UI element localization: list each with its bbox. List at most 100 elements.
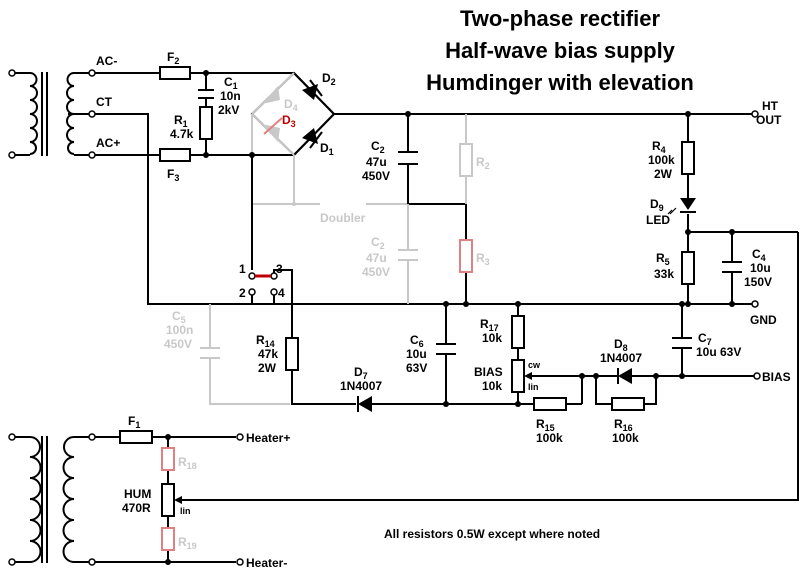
label-heater-plus: Heater+ bbox=[246, 431, 290, 445]
label-hum: HUM bbox=[124, 487, 151, 501]
capacitor-c2 bbox=[398, 151, 418, 165]
label-ac-plus: AC+ bbox=[96, 136, 120, 150]
label-c2-voltage: 450V bbox=[362, 169, 390, 183]
label-r14-value: 47k bbox=[258, 347, 278, 361]
label-c2-value: 47u bbox=[366, 155, 387, 169]
label-r15-value: 100k bbox=[536, 431, 563, 445]
label-bias-lin: lin bbox=[528, 382, 539, 392]
label-r1: R1 bbox=[174, 113, 188, 129]
label-c1: C1 bbox=[224, 75, 238, 91]
label-ht: HT bbox=[762, 99, 779, 113]
switch-pin-3: 3 bbox=[276, 262, 283, 276]
label-bias-out: BIAS bbox=[762, 370, 791, 384]
switch-pin-2: 2 bbox=[239, 286, 246, 300]
label-c1-value: 10n bbox=[220, 89, 241, 103]
label-c5: C5 bbox=[172, 309, 186, 325]
resistor-r18 bbox=[161, 447, 175, 471]
diode-d7 bbox=[358, 396, 372, 412]
ht-transformer bbox=[8, 69, 90, 159]
label-c1-voltage: 2kV bbox=[218, 103, 239, 117]
label-c5-voltage: 450V bbox=[164, 337, 192, 351]
label-d8-type: 1N4007 bbox=[600, 351, 642, 365]
fuse-f2 bbox=[159, 66, 191, 80]
resistor-r1 bbox=[199, 106, 213, 140]
switch-pin-1: 1 bbox=[239, 262, 246, 276]
fuse-f3 bbox=[159, 148, 191, 162]
resistor-r15 bbox=[533, 397, 567, 411]
bias-potentiometer bbox=[511, 359, 525, 393]
label-r17: R17 bbox=[480, 317, 499, 333]
resistor-r19 bbox=[161, 527, 175, 551]
label-f3: F3 bbox=[167, 167, 179, 183]
label-d2: D2 bbox=[322, 71, 336, 87]
capacitor-c5 bbox=[200, 347, 220, 359]
resistor-r3 bbox=[459, 239, 473, 273]
resistor-note: All resistors 0.5W except where noted bbox=[384, 527, 600, 541]
label-c2-ghost-value: 47u bbox=[366, 251, 387, 265]
label-d7: D7 bbox=[354, 365, 368, 381]
label-bias-pot: BIAS bbox=[474, 365, 503, 379]
label-c6-value: 10u bbox=[406, 347, 427, 361]
title-line-2: Half-wave bias supply bbox=[445, 38, 676, 63]
diode-d4 bbox=[262, 86, 280, 104]
label-c4-voltage: 150V bbox=[744, 275, 772, 289]
capacitor-c1 bbox=[198, 89, 214, 99]
label-d9-type: LED bbox=[646, 213, 670, 227]
heater-transformer bbox=[8, 433, 90, 566]
label-c4-value: 10u bbox=[750, 261, 771, 275]
label-d3: D3 bbox=[282, 113, 296, 129]
resistor-r5 bbox=[681, 251, 695, 285]
led-d9 bbox=[680, 198, 696, 210]
fuse-f1 bbox=[119, 430, 153, 444]
label-r5-value: 33k bbox=[654, 267, 674, 281]
resistor-r14 bbox=[285, 337, 299, 371]
label-bias-cw: cw bbox=[528, 360, 541, 370]
label-c2-ghost: C2 bbox=[371, 235, 385, 251]
label-c2: C2 bbox=[371, 139, 385, 155]
label-r17-value: 10k bbox=[482, 331, 502, 345]
title-line-1: Two-phase rectifier bbox=[460, 6, 661, 31]
diode-d2 bbox=[302, 84, 318, 100]
bias-wiper bbox=[524, 372, 532, 380]
label-r16: R16 bbox=[614, 417, 633, 433]
label-r4-power: 2W bbox=[654, 167, 673, 181]
label-d1: D1 bbox=[320, 141, 334, 157]
label-r4-value: 100k bbox=[648, 153, 675, 167]
label-f1: F1 bbox=[128, 414, 140, 430]
label-out: OUT bbox=[756, 113, 782, 127]
capacitor-c7 bbox=[672, 337, 692, 349]
label-c7-value: 10u 63V bbox=[696, 345, 741, 359]
resistor-r2 bbox=[459, 143, 473, 177]
label-hum-lin: lin bbox=[180, 506, 191, 516]
diode-d8 bbox=[618, 368, 632, 384]
label-hum-value: 470R bbox=[122, 501, 151, 515]
capacitor-c6 bbox=[436, 343, 456, 355]
resistor-r16 bbox=[611, 397, 645, 411]
label-d7-type: 1N4007 bbox=[340, 379, 382, 393]
label-c2-ghost-voltage: 450V bbox=[362, 265, 390, 279]
label-c6: C6 bbox=[410, 333, 424, 349]
label-d9: D9 bbox=[650, 197, 664, 213]
label-ac-minus: AC- bbox=[96, 54, 117, 68]
capacitor-c4 bbox=[722, 261, 742, 273]
label-r2: R2 bbox=[476, 155, 490, 171]
label-doubler: Doubler bbox=[320, 211, 366, 225]
label-c6-voltage: 63V bbox=[406, 361, 427, 375]
label-r5: R5 bbox=[656, 251, 670, 267]
label-ct: CT bbox=[96, 95, 113, 109]
capacitor-c2-ghost bbox=[398, 249, 418, 261]
label-d8: D8 bbox=[614, 337, 628, 353]
label-c7: C7 bbox=[698, 331, 712, 347]
label-r15: R15 bbox=[536, 417, 555, 433]
label-r14: R14 bbox=[256, 333, 275, 349]
label-r1-value: 4.7k bbox=[170, 127, 194, 141]
hum-potentiometer bbox=[161, 483, 175, 517]
title-line-3: Humdinger with elevation bbox=[426, 70, 694, 95]
label-gnd: GND bbox=[750, 313, 777, 327]
switch-pin-4: 4 bbox=[278, 286, 285, 300]
label-r4: R4 bbox=[652, 139, 666, 155]
label-r3: R3 bbox=[476, 251, 490, 267]
label-c4: C4 bbox=[752, 247, 766, 263]
diode-d3 bbox=[262, 124, 280, 142]
